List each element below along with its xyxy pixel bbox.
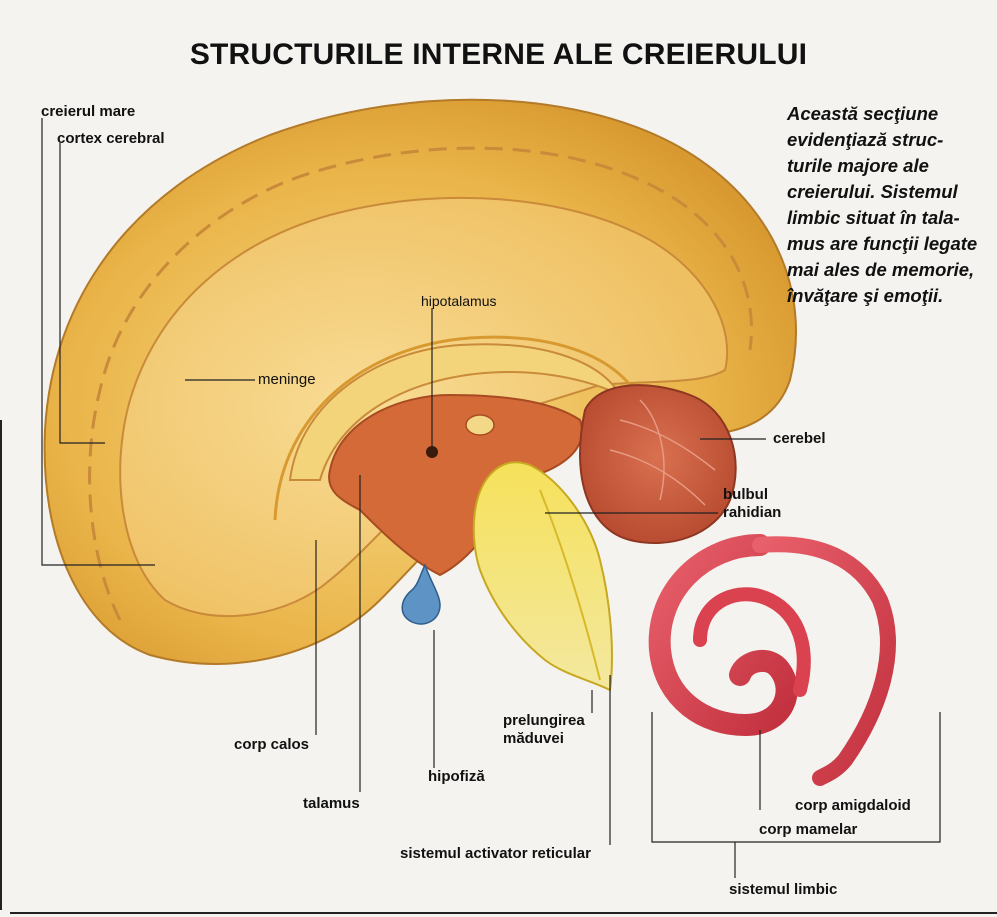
label-creierul-mare: creierul mare <box>41 103 135 121</box>
caption-line: turile majore ale <box>787 153 997 179</box>
label-cortex-cerebral: cortex cerebral <box>57 130 165 148</box>
label-sistemul-activator-reticular: sistemul activator reticular <box>400 845 591 863</box>
label-sistemul-limbic: sistemul limbic <box>729 881 837 899</box>
label-hipotalamus: hipotalamus <box>421 292 497 310</box>
caption-line: mai ales de memorie, <box>787 257 997 283</box>
label-rahidian: rahidian <box>723 504 781 522</box>
pituitary-shape <box>402 565 440 624</box>
label-cerebel: cerebel <box>773 430 826 448</box>
label-corp-calos: corp calos <box>234 736 309 754</box>
caption-line: învăţare şi emoţii. <box>787 283 997 309</box>
bottom-border <box>10 912 997 914</box>
label-meninge: meninge <box>258 371 316 389</box>
caption-text: Această secţiune evidenţiază struc- turi… <box>787 101 997 309</box>
cerebellum-shape <box>580 385 736 543</box>
label-prelungirea: prelungirea <box>503 712 585 730</box>
caption-line: evidenţiază struc- <box>787 127 997 153</box>
label-maduvei: măduvei <box>503 730 564 748</box>
caption-line: limbic situat în tala- <box>787 205 997 231</box>
fornix-shape <box>466 415 494 435</box>
label-talamus: talamus <box>303 795 360 813</box>
caption-line: mus are funcţii legate <box>787 231 997 257</box>
label-corp-amigdaloid: corp amigdaloid <box>795 797 911 815</box>
label-corp-mamelar: corp mamelar <box>759 821 857 839</box>
caption-line: Această secţiune <box>787 101 997 127</box>
label-hipofiza: hipofiză <box>428 768 485 786</box>
left-border <box>0 420 2 910</box>
caption-line: creierului. Sistemul <box>787 179 997 205</box>
label-bulbul: bulbul <box>723 486 768 504</box>
limbic-system-shape <box>660 545 787 725</box>
